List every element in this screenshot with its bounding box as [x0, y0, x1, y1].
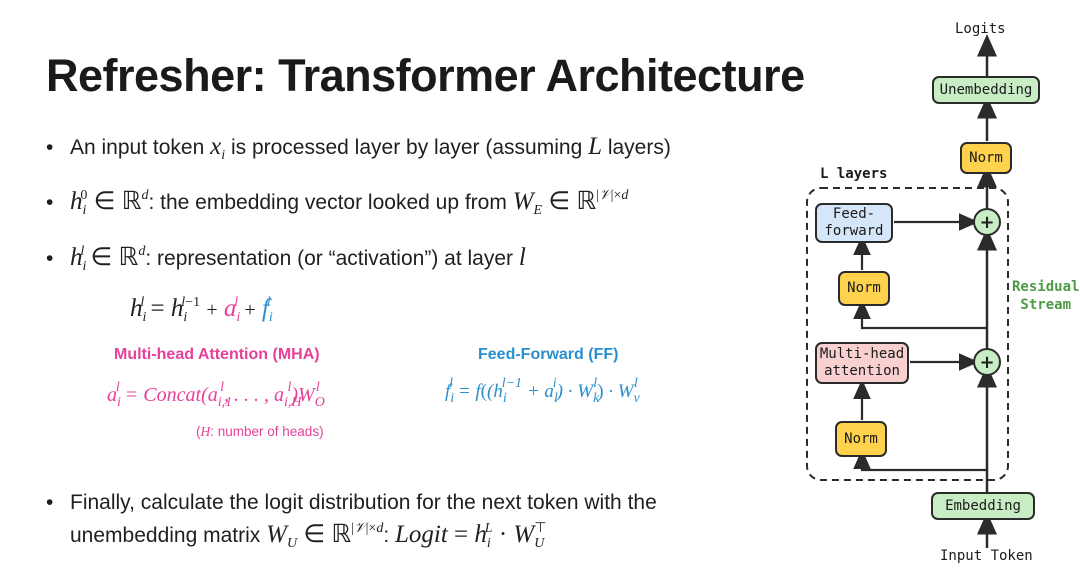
- math-h0: hi0: [70, 188, 88, 218]
- math-in-R-d: ∈ ℝd: [84, 244, 146, 271]
- bullet-input-token: •An input token xi is processed layer by…: [46, 133, 671, 163]
- embedding-box: Embedding: [931, 492, 1035, 520]
- math-L: L: [588, 133, 602, 160]
- ff-formula: fil = f((hil−1 + ali) · Wkl) · Wvl: [445, 376, 640, 406]
- math-x-i: xi: [210, 133, 226, 163]
- residual-stream-label: Residual Stream: [1012, 279, 1080, 313]
- layers-container: [806, 187, 1009, 481]
- math-W-E-dim: ∈ ℝ|𝒱|×d: [542, 188, 629, 215]
- bullet-dot: •: [46, 136, 54, 159]
- math-h-l: hil: [70, 244, 87, 274]
- logits-label: Logits: [955, 21, 1006, 37]
- feed-forward-box: Feed- forward: [815, 203, 893, 243]
- bullet-representation: •hil ∈ ℝd: representation (or “activatio…: [46, 244, 526, 274]
- plus-ff-icon: +: [973, 208, 1001, 236]
- l-layers-label: L layers: [820, 166, 888, 182]
- ff-label: Feed-Forward (FF): [478, 346, 619, 363]
- math-l: l: [518, 244, 526, 271]
- multi-head-attention-box: Multi-head attention: [815, 342, 909, 384]
- mha-label: Multi-head Attention (MHA): [114, 346, 320, 363]
- unembedding-box: Unembedding: [932, 76, 1040, 104]
- bullet-dot: •: [46, 191, 54, 214]
- mha-formula: ail = Concat(ai,1l, . . . , ai,Hl)WOl: [107, 380, 325, 410]
- math-W-E: WE: [512, 188, 543, 218]
- residual-equation: hil = hil−1 + ail + fil: [130, 295, 273, 325]
- norm-top-box: Norm: [960, 142, 1012, 174]
- bullet-embedding: •hi0 ∈ ℝd: the embedding vector looked u…: [46, 188, 629, 218]
- page-title: Refresher: Transformer Architecture: [46, 50, 805, 101]
- norm-mid-box: Norm: [838, 271, 890, 306]
- heads-note: (H: number of heads): [196, 424, 324, 439]
- math-W-U: WU: [266, 521, 298, 552]
- branch-to-norm-mid: [853, 299, 987, 330]
- math-logit: Logit: [395, 521, 448, 548]
- bullet-dot: •: [46, 491, 54, 514]
- branch-to-norm-low: [853, 449, 987, 472]
- plus-mha-icon: +: [973, 348, 1001, 376]
- input-token-label: Input Token: [940, 548, 1033, 564]
- norm-low-box: Norm: [835, 421, 887, 457]
- bullet-dot: •: [46, 247, 54, 270]
- math-in-R-d: ∈ ℝd: [87, 188, 149, 215]
- bullet-final-logit: •Finally, calculate the logit distributi…: [46, 491, 657, 552]
